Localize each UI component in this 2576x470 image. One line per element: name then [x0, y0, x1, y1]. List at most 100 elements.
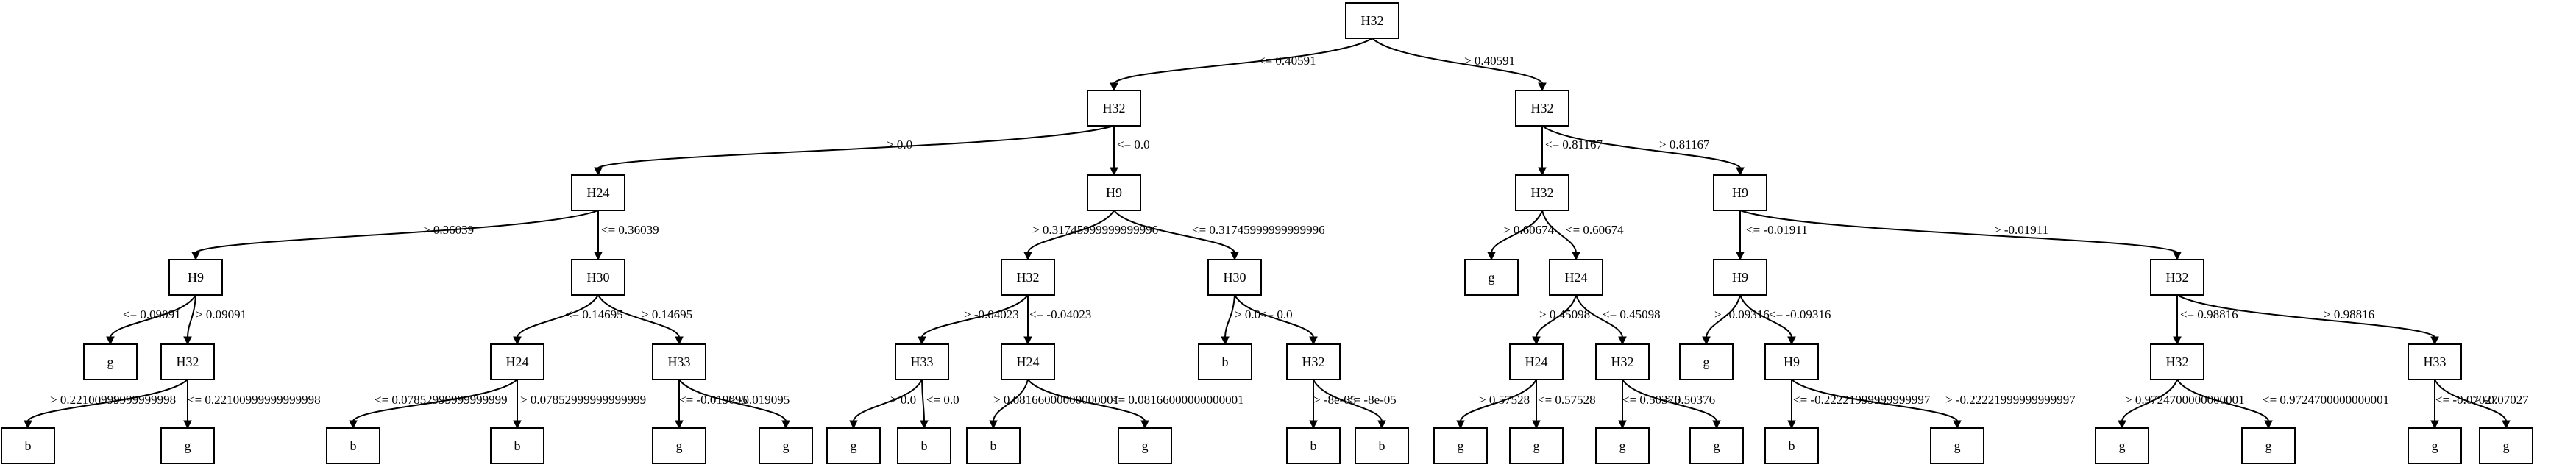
edge-line — [2121, 379, 2178, 421]
edge-condition-label: <= 0.08166000000000001 — [1111, 393, 1244, 407]
edge-arrowhead — [2173, 252, 2182, 261]
node-box — [895, 343, 949, 380]
tree-node: H9 — [168, 259, 223, 296]
node-box — [652, 427, 706, 464]
node-label: b — [350, 438, 357, 453]
tree-edge: <= -0.04023 — [1023, 295, 1091, 346]
node-label: H24 — [587, 185, 610, 200]
tree-node: H33 — [895, 343, 949, 380]
tree-edge: <= -0.09316 — [1739, 294, 1831, 346]
node-box — [1286, 343, 1341, 380]
edge-line — [352, 379, 518, 421]
edge-condition-label: > 0.09091 — [196, 307, 246, 321]
edge-condition-label: <= 0.14695 — [565, 307, 623, 321]
tree-node: g — [1595, 427, 1650, 464]
tree-edge: <= 0.60674 — [1541, 210, 1624, 261]
tree-edge: > -0.22221999999999997 — [1791, 379, 2076, 430]
edge-condition-label: <= -0.01911 — [1746, 223, 1808, 237]
tree-edge: > 0.45098 — [1532, 294, 1590, 346]
edge-condition-label: <= 0.09091 — [123, 307, 181, 321]
edge-arrowhead — [349, 420, 358, 430]
node-box — [490, 343, 544, 380]
tree-node: H32 — [1595, 343, 1650, 380]
edge-line — [2176, 294, 2435, 338]
edge-condition-label: > 0.0 — [1235, 307, 1260, 321]
edge-arrowhead — [1023, 252, 1032, 261]
edge-condition-label: > 0.22100999999999998 — [50, 393, 176, 407]
edge-arrowhead — [1230, 252, 1239, 261]
edge-arrowhead — [1532, 420, 1541, 430]
tree-edge: <= -0.01911 — [1736, 210, 1808, 261]
tree-node: H32 — [1286, 343, 1341, 380]
edge-line — [1491, 210, 1543, 253]
tree-edge: <= 0.0 — [920, 379, 959, 430]
node-box — [83, 343, 138, 380]
tree-edge: <= 0.09091 — [106, 294, 196, 346]
tree-node: b — [897, 427, 951, 464]
edge-line — [1313, 379, 1383, 421]
node-box — [1355, 427, 1409, 464]
edge-condition-label: > -8e-05 — [1313, 393, 1356, 407]
edge-arrowhead — [2502, 420, 2511, 430]
node-box — [2150, 259, 2204, 296]
edge-line — [187, 294, 196, 338]
tree-node: H32 — [2150, 343, 2204, 380]
edge-arrowhead — [1618, 336, 1627, 346]
tree-edge: > 0.50376 — [1622, 379, 1721, 430]
tree-node: H30 — [1207, 259, 1262, 296]
edge-arrowhead — [106, 336, 115, 346]
node-box — [1515, 90, 1569, 127]
edge-arrowhead — [2430, 336, 2439, 346]
node-box — [1286, 427, 1341, 464]
edge-arrowhead — [1309, 336, 1318, 346]
edge-condition-label: <= 0.45098 — [1603, 307, 1661, 321]
edge-condition-label: > 0.57528 — [1479, 393, 1530, 407]
tree-edge: <= 0.08166000000000001 — [1027, 379, 1244, 430]
tree-node: H32 — [2150, 259, 2204, 296]
node-label: g — [2119, 438, 2126, 453]
node-box — [1595, 427, 1650, 464]
node-label: g — [1533, 438, 1540, 453]
node-label: H32 — [177, 355, 199, 369]
tree-node: g — [83, 343, 138, 380]
edge-line — [1027, 379, 1146, 421]
edge-condition-label: > 0.40591 — [1464, 54, 1515, 68]
tree-node: H33 — [2408, 343, 2462, 380]
tree-node: g — [2095, 427, 2149, 464]
edge-line — [1460, 379, 1537, 421]
edge-arrowhead — [2430, 420, 2439, 430]
tree-edge: <= 0.81167 — [1538, 126, 1603, 177]
tree-edge: <= 0.07852999999999999 — [349, 379, 518, 430]
tree-edge: <= 0.36039 — [594, 210, 659, 261]
node-label: b — [1310, 438, 1317, 453]
edge-arrowhead — [1023, 336, 1032, 346]
edge-condition-label: > 0.98816 — [2324, 307, 2374, 321]
tree-edge: > 0.31745999999999996 — [1023, 210, 1158, 261]
edge-condition-label: > 0.36039 — [423, 223, 474, 237]
node-box — [1207, 259, 1262, 296]
edge-arrowhead — [513, 420, 522, 430]
node-label: H9 — [1784, 355, 1800, 369]
edge-arrowhead — [594, 167, 603, 177]
edge-condition-label: <= -0.09316 — [1769, 307, 1831, 321]
node-label: g — [1458, 438, 1464, 453]
node-label: g — [1142, 438, 1149, 453]
edge-arrowhead — [675, 420, 684, 430]
node-box — [1549, 259, 1603, 296]
node-label: H9 — [188, 270, 204, 285]
tree-node: b — [1286, 427, 1341, 464]
tree-edge: > 0.81167 — [1541, 125, 1745, 177]
tree-edge: > -0.019095 — [678, 379, 790, 430]
edge-line — [1234, 294, 1314, 338]
node-box — [2408, 343, 2462, 380]
edge-condition-label: > 0.50376 — [1664, 393, 1715, 407]
edge-condition-label: > 0.45098 — [1539, 307, 1590, 321]
tree-node: H24 — [1549, 259, 1603, 296]
node-label: g — [1954, 438, 1961, 453]
edge-arrowhead — [1787, 336, 1796, 346]
edge-arrowhead — [2173, 336, 2182, 346]
tree-node: b — [966, 427, 1021, 464]
tree-node: H32 — [1001, 259, 1055, 296]
node-label: b — [1379, 438, 1385, 453]
node-label: H33 — [668, 355, 691, 369]
